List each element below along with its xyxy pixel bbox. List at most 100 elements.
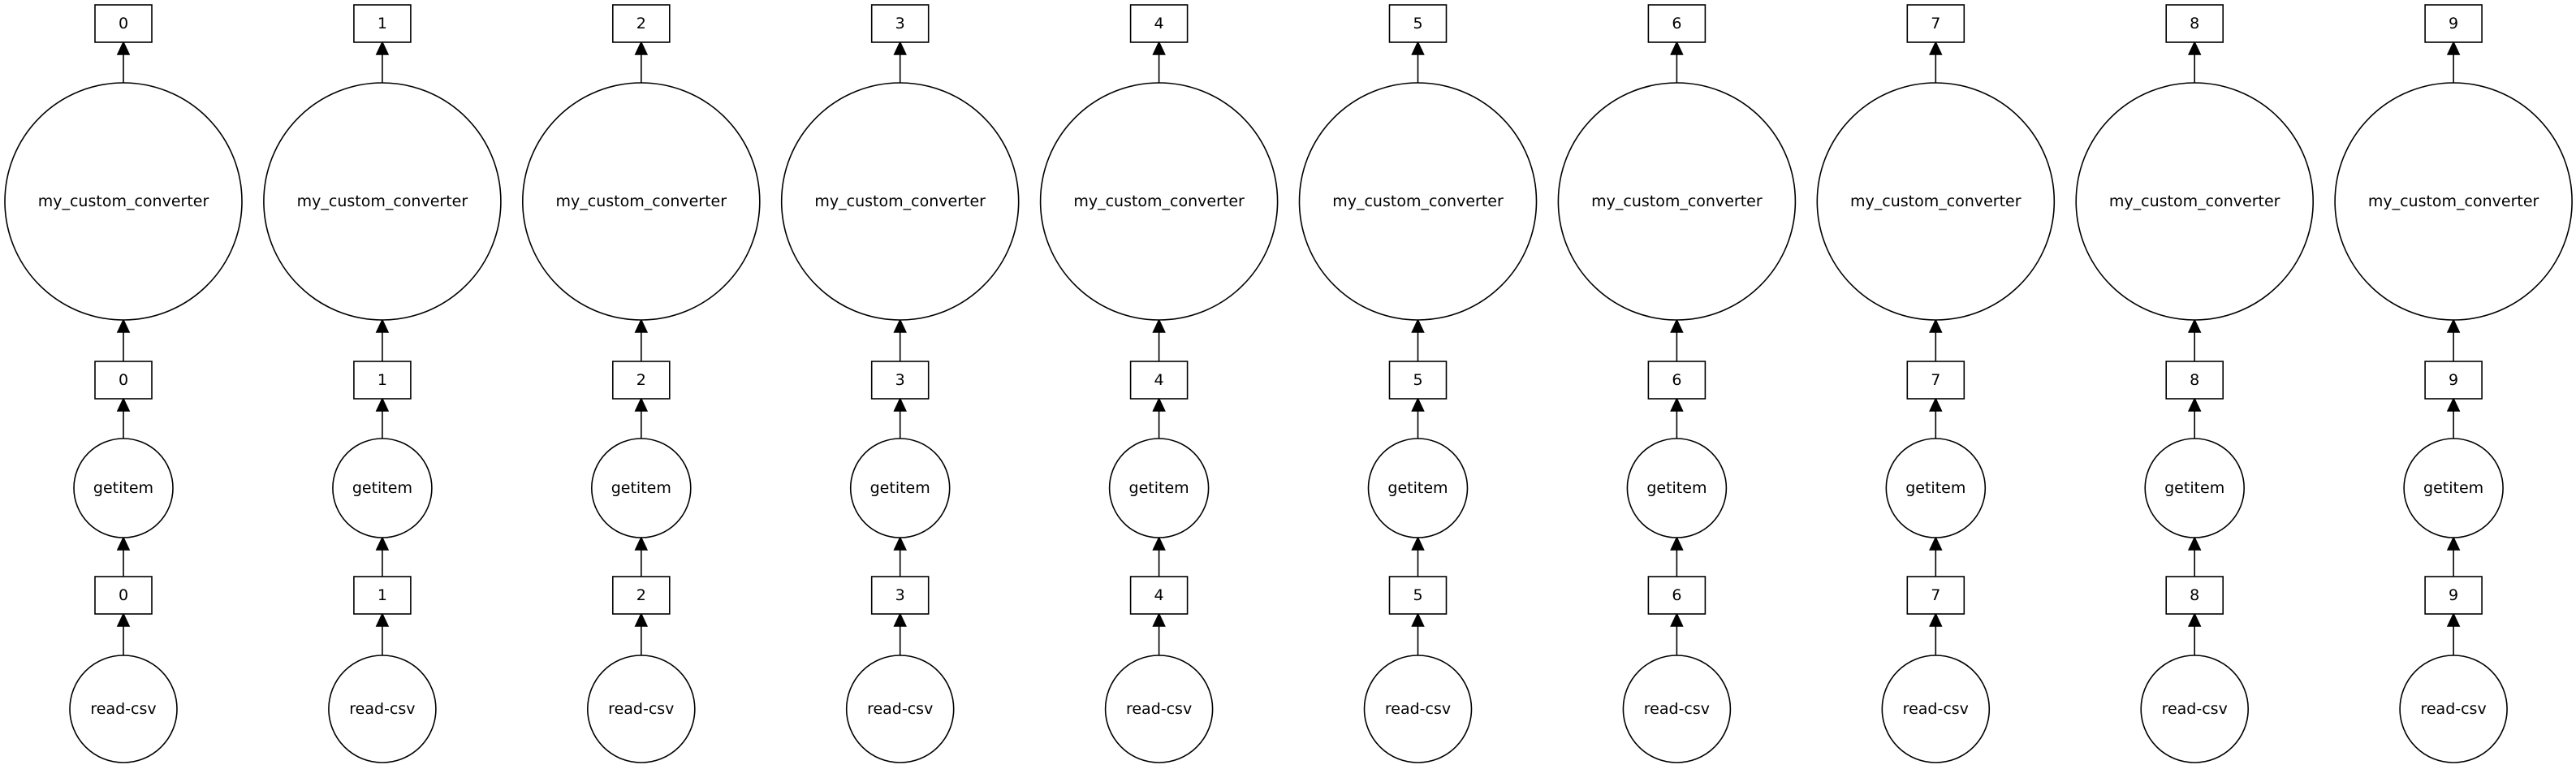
getitem-task-node: getitem xyxy=(73,438,174,538)
converter-result-node-label: 1 xyxy=(378,15,387,32)
read-csv-task-node-label: read-csv xyxy=(867,700,933,718)
edge-partition-to-getitem xyxy=(1152,536,1166,577)
read-csv-task-node-label: read-csv xyxy=(349,700,415,718)
converter-result-node-label: 5 xyxy=(1413,15,1422,32)
converter-task-node-label: my_custom_converter xyxy=(1332,192,1504,210)
partition-node: 8 xyxy=(2165,576,2224,615)
read-csv-task-node-label: read-csv xyxy=(1903,700,1969,718)
converter-result-node-label: 0 xyxy=(119,15,128,32)
arrowhead xyxy=(634,612,649,627)
edge-converter-to-result xyxy=(116,41,131,83)
getitem-result-node: 2 xyxy=(611,361,671,400)
partition-node-label: 3 xyxy=(895,586,905,604)
edge-getitem-output-to-converter xyxy=(1411,318,1425,361)
edge-getitem-output-to-converter xyxy=(116,318,131,361)
arrowhead xyxy=(2187,397,2202,412)
read-csv-task-node: read-csv xyxy=(1622,655,1732,763)
read-csv-task-node: read-csv xyxy=(2140,655,2249,763)
arrowhead xyxy=(1929,41,1943,55)
read-csv-task-node: read-csv xyxy=(845,655,955,763)
getitem-result-node-label: 1 xyxy=(378,371,387,389)
edge-getitem-to-output xyxy=(634,397,649,439)
getitem-result-node: 3 xyxy=(870,361,930,400)
converter-task-node: my_custom_converter xyxy=(1298,82,1538,321)
edge-getitem-to-output xyxy=(2446,397,2461,439)
converter-result-node: 8 xyxy=(2165,4,2224,43)
arrowhead xyxy=(375,41,390,55)
getitem-task-node: getitem xyxy=(1885,438,1987,538)
arrowhead xyxy=(116,41,131,55)
arrowhead xyxy=(1929,397,1943,412)
edge-read-csv-to-partition xyxy=(634,612,649,655)
edge-converter-to-result xyxy=(2187,41,2202,83)
read-csv-task-node-label: read-csv xyxy=(1385,700,1451,718)
converter-task-node: my_custom_converter xyxy=(263,82,502,321)
getitem-task-node: getitem xyxy=(2403,438,2504,538)
edge-getitem-to-output xyxy=(116,397,131,439)
partition-node-label: 6 xyxy=(1672,586,1681,604)
read-csv-task-node: read-csv xyxy=(328,655,437,763)
edge-getitem-to-output xyxy=(1670,397,1684,439)
arrowhead xyxy=(375,536,390,551)
partition-node-label: 2 xyxy=(636,586,646,604)
read-csv-task-node: read-csv xyxy=(2399,655,2508,763)
arrowhead xyxy=(1670,41,1684,55)
converter-task-node-label: my_custom_converter xyxy=(2109,192,2280,210)
edge-partition-to-getitem xyxy=(634,536,649,577)
edge-getitem-output-to-converter xyxy=(1670,318,1684,361)
arrowhead xyxy=(634,397,649,412)
edge-converter-to-result xyxy=(1670,41,1684,83)
converter-result-node: 4 xyxy=(1129,4,1189,43)
converter-result-node-label: 4 xyxy=(1154,15,1164,32)
arrowhead xyxy=(893,318,907,333)
edge-partition-to-getitem xyxy=(2446,536,2461,577)
edge-getitem-to-output xyxy=(1152,397,1166,439)
converter-result-node-label: 2 xyxy=(636,15,646,32)
arrowhead xyxy=(1670,318,1684,333)
arrowhead xyxy=(1929,612,1943,627)
task-chain-1: 1 my_custom_converter 1 getitem 1 read-csv xyxy=(263,4,502,763)
partition-node: 1 xyxy=(353,576,412,615)
arrowhead xyxy=(1670,612,1684,627)
read-csv-task-node: read-csv xyxy=(1104,655,1214,763)
converter-task-node: my_custom_converter xyxy=(1557,82,1797,321)
read-csv-task-node-label: read-csv xyxy=(1126,700,1192,718)
partition-node: 3 xyxy=(870,576,930,615)
arrowhead xyxy=(2446,318,2461,333)
arrowhead xyxy=(2446,41,2461,55)
arrowhead xyxy=(1929,536,1943,551)
converter-task-node: my_custom_converter xyxy=(4,82,243,321)
getitem-task-node-label: getitem xyxy=(1129,479,1189,497)
arrowhead xyxy=(2187,612,2202,627)
edge-read-csv-to-partition xyxy=(2187,612,2202,655)
converter-result-node-label: 3 xyxy=(895,15,905,32)
getitem-result-node: 5 xyxy=(1388,361,1448,400)
read-csv-task-node: read-csv xyxy=(586,655,696,763)
getitem-task-node: getitem xyxy=(2144,438,2245,538)
converter-result-node: 2 xyxy=(611,4,671,43)
edge-getitem-output-to-converter xyxy=(634,318,649,361)
arrowhead xyxy=(1411,536,1425,551)
arrowhead xyxy=(375,318,390,333)
edge-read-csv-to-partition xyxy=(116,612,131,655)
arrowhead xyxy=(1411,612,1425,627)
getitem-task-node: getitem xyxy=(332,438,433,538)
getitem-task-node-label: getitem xyxy=(870,479,930,497)
converter-result-node: 0 xyxy=(94,4,153,43)
getitem-result-node-label: 5 xyxy=(1413,371,1422,389)
converter-task-node-label: my_custom_converter xyxy=(297,192,468,210)
getitem-task-node: getitem xyxy=(1367,438,1469,538)
converter-result-node-label: 6 xyxy=(1672,15,1681,32)
converter-result-node: 7 xyxy=(1906,4,1965,43)
converter-task-node: my_custom_converter xyxy=(1039,82,1279,321)
converter-result-node: 5 xyxy=(1388,4,1448,43)
getitem-task-node: getitem xyxy=(849,438,951,538)
edge-getitem-to-output xyxy=(375,397,390,439)
arrowhead xyxy=(1411,397,1425,412)
edge-getitem-to-output xyxy=(893,397,907,439)
read-csv-task-node-label: read-csv xyxy=(90,700,156,718)
converter-result-node-label: 9 xyxy=(2449,15,2458,32)
edge-read-csv-to-partition xyxy=(1929,612,1943,655)
converter-task-node-label: my_custom_converter xyxy=(1073,192,1245,210)
